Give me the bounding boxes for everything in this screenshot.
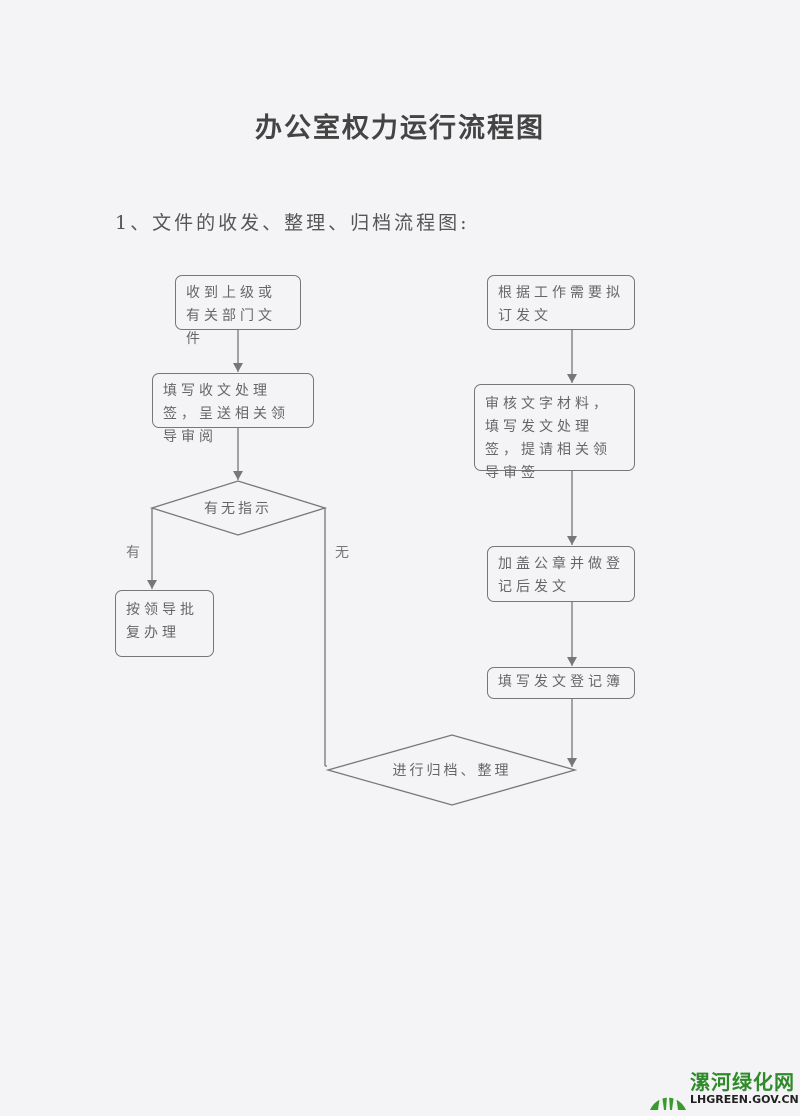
yes-label: 有: [126, 545, 140, 561]
watermark-name: 漯河绿化网: [690, 1070, 795, 1094]
final-archive-step: 进行归档、整理: [392, 763, 512, 779]
page-title: 办公室权力运行流程图: [255, 113, 545, 144]
final-diamond: [325, 734, 578, 806]
decision-instructions: 有无指示: [204, 501, 272, 517]
no-label: 无: [335, 545, 349, 561]
step-follow-leader-reply: 按领导批复办理: [115, 590, 214, 657]
step-draft-document: 根据工作需要拟订发文: [487, 275, 635, 330]
step-fill-receipt-slip: 填写收文处理签，呈送相关领导审阅: [152, 373, 314, 445]
step-seal-and-register: 加盖公章并做登记后发文: [487, 546, 635, 602]
watermark-url: LHGREEN.GOV.CN: [690, 1093, 799, 1106]
section-heading: 1、文件的收发、整理、归档流程图:: [115, 212, 470, 234]
step-fill-register-book: 填写发文登记簿: [487, 667, 635, 699]
step-receive-documents: 收到上级或有关部门文件: [175, 275, 301, 347]
step-review-materials: 审核文字材料，填写发文处理签，提请相关领导审签: [474, 384, 635, 481]
tree-logo-icon: [650, 1082, 686, 1110]
watermark-logo: 漯河绿化网 LHGREEN.GOV.CN: [648, 1066, 799, 1112]
